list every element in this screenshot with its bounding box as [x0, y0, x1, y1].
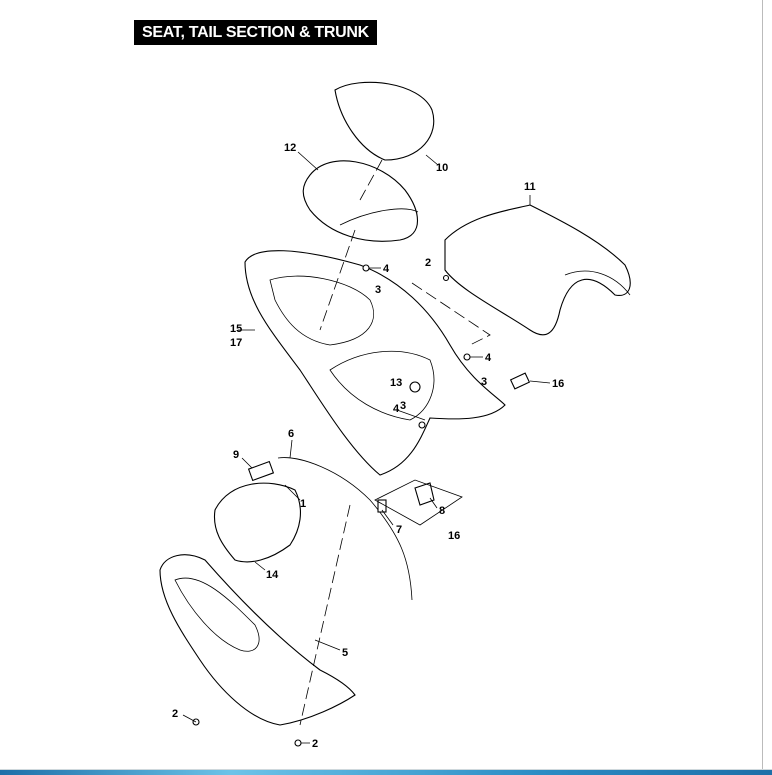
passenger-seat-cowl-10 — [334, 81, 435, 161]
passenger-seat-12 — [302, 160, 418, 242]
callout-16: 16 — [448, 530, 460, 542]
callout-4: 4 — [485, 352, 492, 364]
callout-17: 17 — [230, 337, 242, 349]
footer-bar — [0, 769, 772, 775]
callout-13: 13 — [390, 377, 402, 389]
nut-4 — [362, 264, 370, 272]
callout-3: 3 — [400, 400, 406, 412]
screw-2 — [294, 739, 302, 747]
nut-4 — [418, 421, 426, 429]
grommet-13 — [409, 381, 421, 393]
release-cable-6 — [277, 457, 413, 601]
callout-1: 1 — [300, 498, 306, 510]
rider-seat-11 — [444, 204, 631, 336]
callout-4: 4 — [393, 403, 400, 415]
callout-2: 2 — [425, 257, 431, 269]
callout-7: 7 — [396, 524, 402, 536]
callout-6: 6 — [288, 428, 294, 440]
latch-bracket-8 — [414, 482, 435, 506]
screw-2 — [442, 274, 450, 282]
callout-2: 2 — [172, 708, 178, 720]
callout-3: 3 — [375, 284, 381, 296]
callout-4: 4 — [383, 263, 390, 275]
latch-9 — [247, 460, 275, 482]
callout-10: 10 — [436, 162, 448, 174]
callout-3: 3 — [481, 376, 487, 388]
callout-9: 9 — [233, 449, 239, 461]
tail-undertray-5 — [159, 554, 356, 726]
callout-8: 8 — [439, 505, 445, 517]
callout-2: 2 — [312, 738, 318, 750]
lock-cylinder-16 — [509, 372, 531, 390]
trunk-liner-14 — [213, 482, 301, 563]
callout-12: 12 — [284, 142, 296, 154]
callout-15: 15 — [230, 323, 242, 335]
callout-5: 5 — [342, 647, 348, 659]
callout-14: 14 — [266, 569, 279, 581]
callout-16: 16 — [552, 378, 564, 390]
section-title: SEAT, TAIL SECTION & TRUNK — [134, 20, 377, 45]
nut-4 — [463, 353, 471, 361]
callout-11: 11 — [524, 181, 536, 193]
page-border — [762, 0, 763, 770]
